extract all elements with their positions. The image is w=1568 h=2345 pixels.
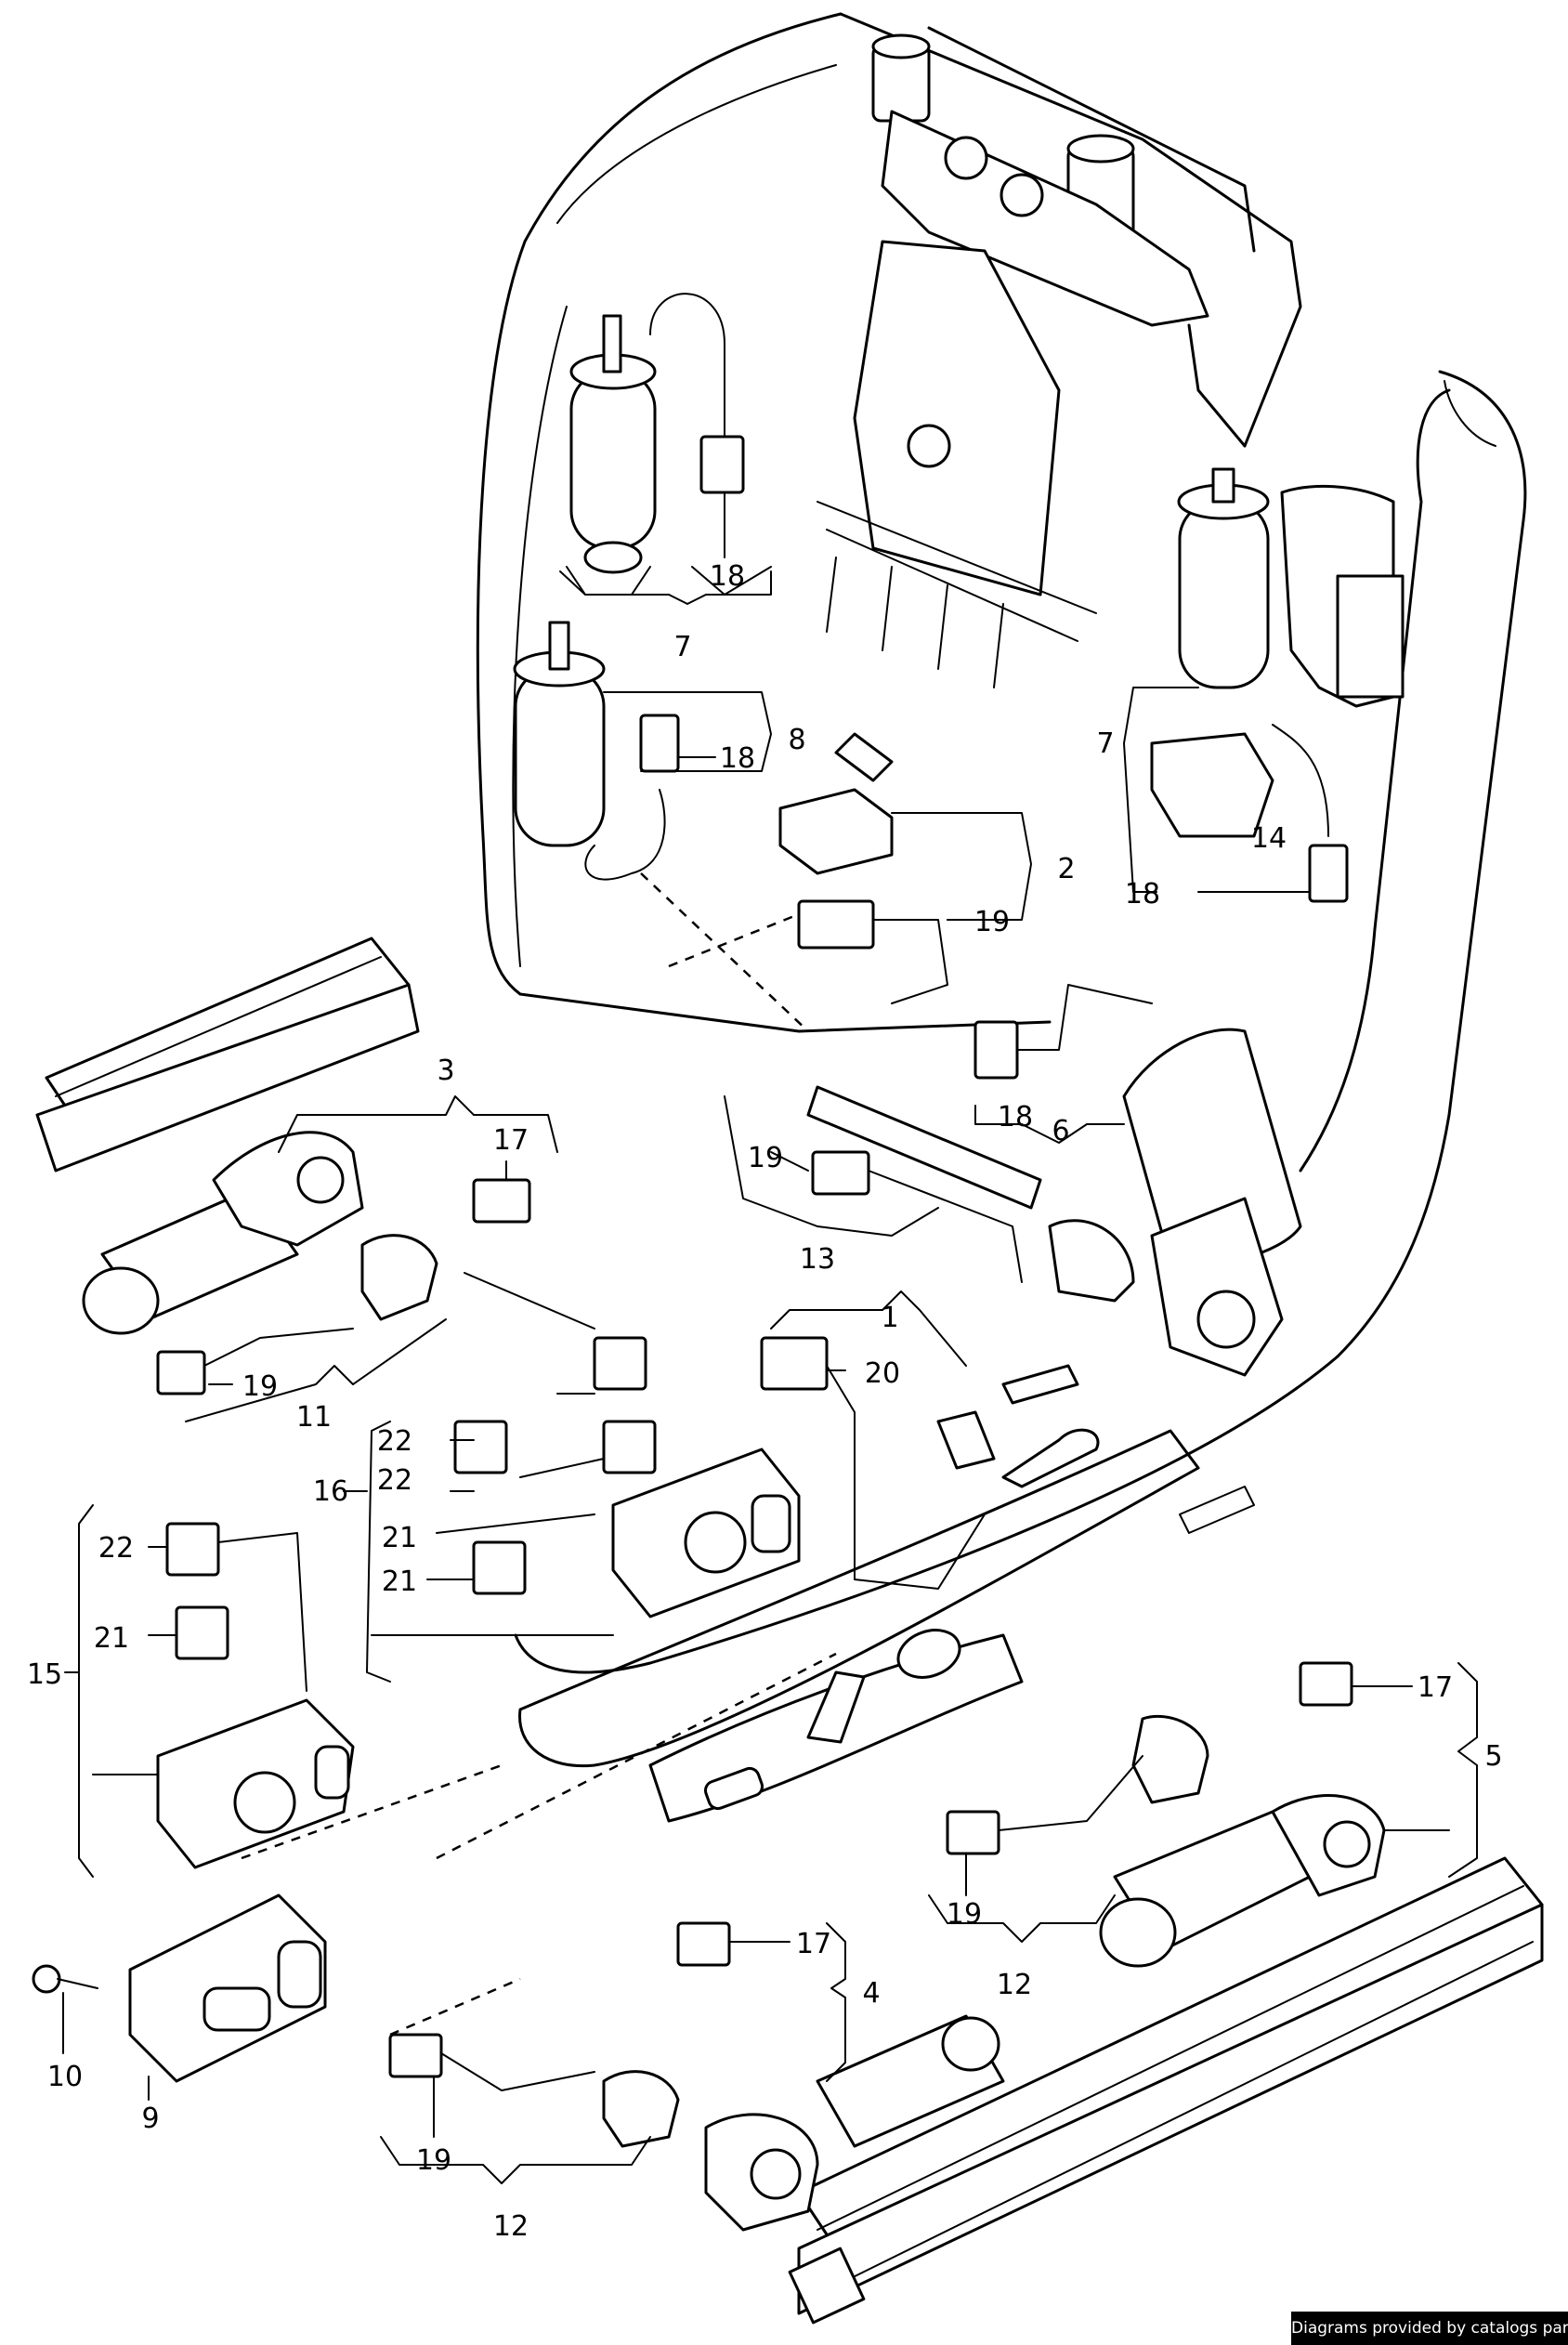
callout-12a: 12 bbox=[997, 1969, 1032, 2001]
motor-height-rear bbox=[388, 1921, 1005, 2232]
callout-12b: 12 bbox=[493, 2210, 529, 2243]
callout-1: 1 bbox=[881, 1302, 898, 1334]
callout-18c: 18 bbox=[1125, 878, 1160, 910]
callout-labels: 1 2 3 4 5 6 7 7 8 9 10 11 12 12 12 13 14… bbox=[27, 560, 1503, 2243]
callout-19d: 19 bbox=[947, 1898, 982, 1931]
callout-7b: 7 bbox=[1096, 727, 1114, 760]
switch-assembly bbox=[453, 1336, 801, 1618]
motor-height bbox=[513, 621, 809, 1032]
callout-22c: 22 bbox=[98, 1532, 134, 1565]
motor-lumbar bbox=[973, 984, 1302, 1377]
callout-3: 3 bbox=[437, 1055, 454, 1087]
control-unit bbox=[778, 732, 948, 1004]
callout-17c: 17 bbox=[796, 1928, 831, 1960]
callout-19a: 19 bbox=[974, 906, 1010, 938]
callout-11: 11 bbox=[296, 1401, 332, 1434]
callout-19e: 19 bbox=[416, 2144, 451, 2177]
seat-trim-panel bbox=[518, 1429, 1255, 1823]
motor-backrest-right bbox=[1150, 467, 1405, 903]
callout-10: 10 bbox=[47, 2061, 83, 2093]
left-seat-rail bbox=[35, 937, 420, 1172]
callout-6: 6 bbox=[1052, 1115, 1069, 1147]
callout-21b: 21 bbox=[382, 1566, 417, 1598]
leader-lines bbox=[62, 491, 1478, 2184]
callout-2: 2 bbox=[1057, 853, 1075, 885]
backrest-frame bbox=[476, 12, 1302, 1033]
callout-22a: 22 bbox=[377, 1425, 412, 1458]
switch-left bbox=[156, 1522, 355, 1869]
wiring-harness bbox=[760, 1336, 1100, 1590]
switch-cover bbox=[32, 1893, 327, 2083]
callout-8: 8 bbox=[788, 724, 805, 756]
credit-banner: Diagrams provided by catalogs parts bbox=[1291, 2312, 1568, 2345]
callout-13: 13 bbox=[800, 1243, 835, 1276]
callout-15: 15 bbox=[27, 1658, 62, 1691]
seat-rails bbox=[788, 1856, 1544, 2325]
callout-5: 5 bbox=[1484, 1740, 1502, 1773]
callout-18b: 18 bbox=[720, 742, 755, 775]
callout-4: 4 bbox=[862, 1977, 880, 2010]
motor-fore-aft bbox=[82, 1131, 595, 1395]
callout-21a: 21 bbox=[382, 1522, 417, 1554]
callout-17b: 17 bbox=[1418, 1671, 1453, 1704]
lumbar-bracket bbox=[817, 33, 1209, 688]
callout-21c: 21 bbox=[94, 1622, 129, 1655]
sensor-shaft bbox=[806, 1085, 1135, 1303]
seat-side-frame bbox=[514, 370, 1527, 1674]
callout-14: 14 bbox=[1251, 822, 1287, 855]
callout-16: 16 bbox=[313, 1475, 348, 1508]
callout-17a: 17 bbox=[493, 1124, 529, 1157]
callout-19b: 19 bbox=[748, 1142, 783, 1174]
callout-18d: 18 bbox=[998, 1101, 1033, 1133]
motor-backrest-left bbox=[566, 293, 772, 596]
motor-tilt bbox=[946, 1661, 1386, 1968]
callout-18a: 18 bbox=[710, 560, 745, 593]
callout-19c: 19 bbox=[242, 1370, 278, 1403]
callout-9: 9 bbox=[141, 2103, 159, 2135]
callout-22b: 22 bbox=[377, 1464, 412, 1497]
callout-7a: 7 bbox=[673, 631, 691, 663]
callout-20: 20 bbox=[865, 1357, 900, 1390]
